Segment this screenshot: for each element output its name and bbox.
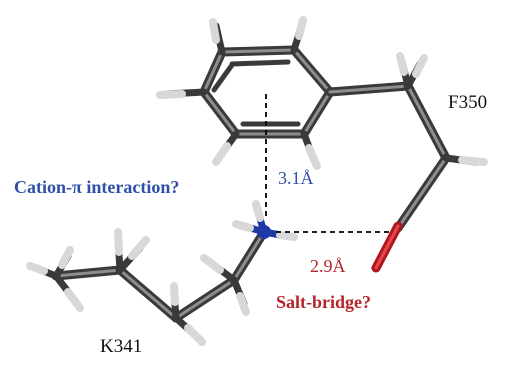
annotation-cation-pi: Cation-π interaction? (14, 177, 179, 197)
phe-side-chain (156, 16, 488, 273)
annotation-salt-bridge: Salt-bridge? (276, 292, 371, 312)
nitrogen-atom (232, 200, 298, 241)
ring-hydrogens (156, 16, 321, 170)
distance-label-salt-bridge: 2.9Å (310, 256, 346, 276)
residue-label-lys: K341 (100, 336, 142, 357)
distance-label-cation-pi: 3.1Å (278, 168, 314, 188)
residue-label-phe: F350 (448, 92, 487, 113)
lys-side-chain (26, 200, 298, 346)
